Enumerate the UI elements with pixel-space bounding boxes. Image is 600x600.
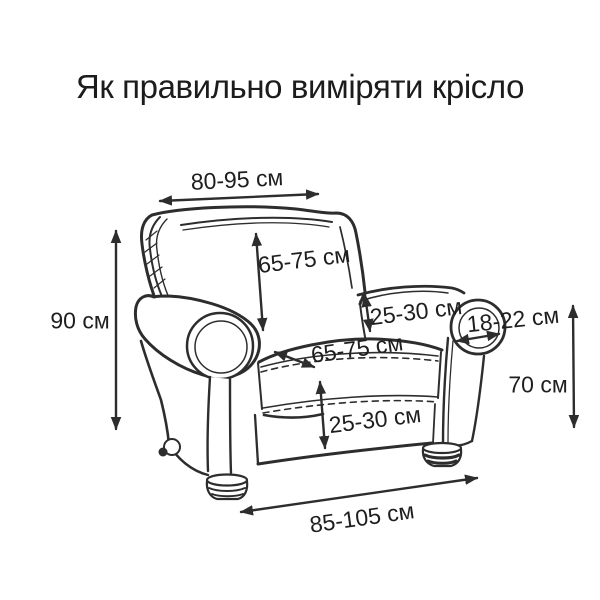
left-arm-roll-front-outer <box>185 311 255 381</box>
armchair-base <box>253 403 436 466</box>
base-bottom-edge <box>256 441 434 466</box>
base-left-edge <box>253 413 260 466</box>
backrest-outline <box>140 205 367 306</box>
seat-left-edge <box>257 362 263 410</box>
arrow-back-width <box>158 189 320 206</box>
left-arm-stile-right <box>228 377 233 475</box>
backrest-top-seam <box>180 216 333 226</box>
right-arm-rail <box>356 284 466 297</box>
foot-top <box>205 473 249 487</box>
right-arm-panel-right <box>470 354 486 443</box>
foot-band <box>423 453 461 460</box>
arrow-seat-width <box>273 350 316 369</box>
seat-right-edge <box>437 351 442 399</box>
arrow-seat-front-height <box>315 380 330 450</box>
dimension-arrows <box>110 189 580 516</box>
right-arm-panel-left-inner <box>447 340 454 444</box>
right-arm-scroll-inner <box>458 307 500 349</box>
backrest-left-seam <box>148 216 165 302</box>
left-arm-stile-fill <box>207 377 231 473</box>
left-arm-roll-front-inner <box>194 320 248 374</box>
arrow-arm-outer-height <box>567 304 580 429</box>
armchair-feet <box>205 441 463 501</box>
front-right-bun-foot <box>421 441 463 468</box>
measure-label-back-width: 80-95 см <box>190 164 284 195</box>
arrow-chair-base-width <box>239 474 479 516</box>
arrow-armrest-to-seat <box>361 293 374 333</box>
backrest-right-seam <box>339 226 353 289</box>
measure-label-chair-height: 90 см <box>50 307 110 334</box>
armchair-left-arm <box>133 294 261 477</box>
foot-top <box>421 441 463 455</box>
right-arm-panel-fill <box>443 338 484 446</box>
backrest-top-seam-inner <box>182 222 330 231</box>
foot-band <box>426 459 458 465</box>
page-title: Як правильно виміряти крісло <box>75 68 525 105</box>
measure-label-arm-outer-height: 70 см <box>508 371 568 398</box>
seat-piping-bottom <box>262 394 439 409</box>
left-rear-caster-wheel <box>158 447 168 457</box>
front-left-bun-foot <box>205 473 249 501</box>
arrow-back-height <box>251 232 268 332</box>
backrest-left-seam-inner <box>155 218 171 301</box>
left-rear-caster <box>163 438 181 456</box>
seat-piping-top-stitch <box>260 356 439 373</box>
left-arm-stile-left <box>206 375 212 473</box>
base-right-edge <box>432 403 436 444</box>
seat-piping-bottom-stitch <box>262 399 439 414</box>
arrow-armrest-front-width <box>455 330 501 345</box>
right-arm-panel-left <box>441 336 450 446</box>
left-arm-body-left <box>139 339 171 446</box>
backrest-hatching <box>144 230 166 289</box>
